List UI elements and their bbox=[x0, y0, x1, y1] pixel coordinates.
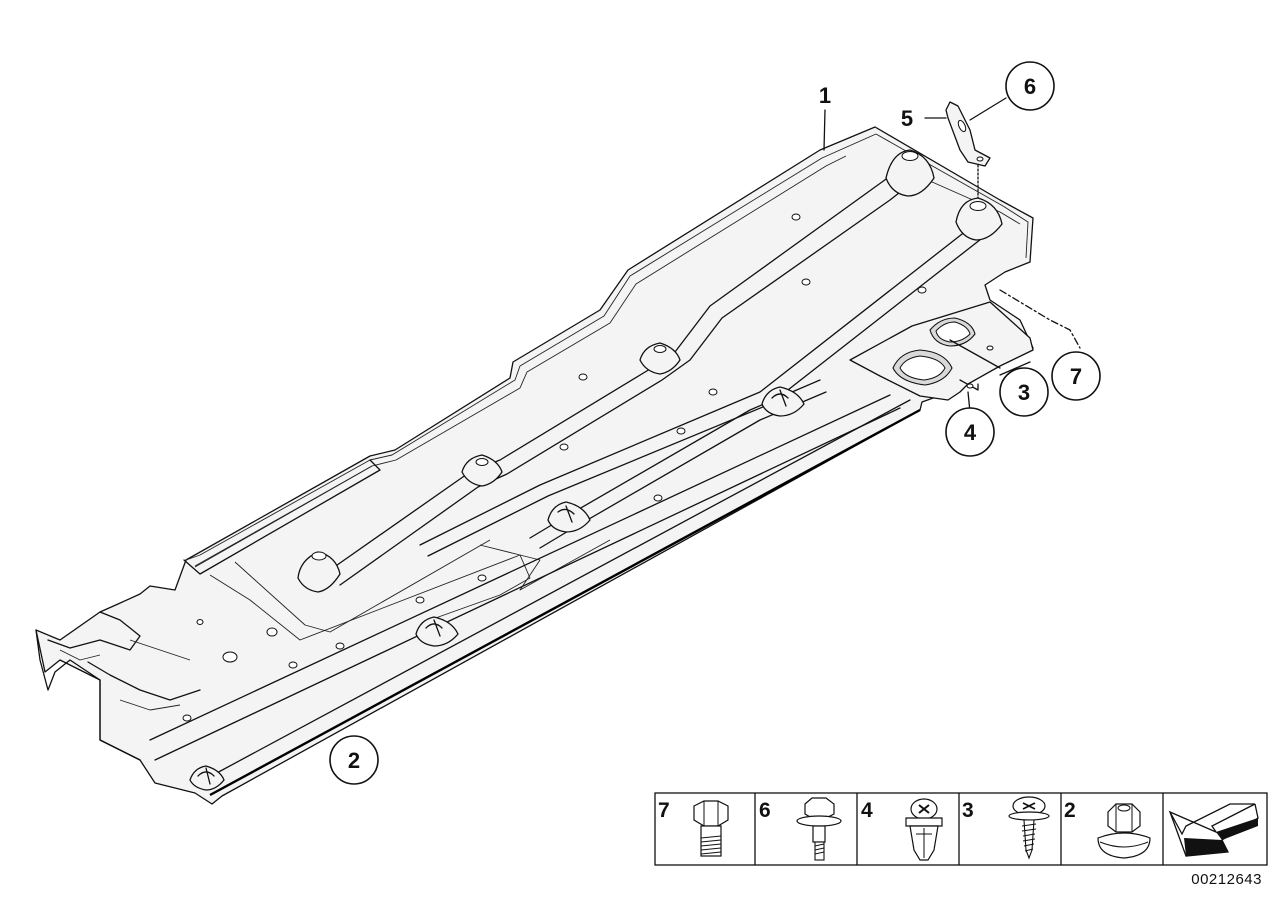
direction-arrow-icon bbox=[1168, 803, 1259, 857]
hex-nut-icon bbox=[1097, 803, 1151, 859]
mounting-bracket bbox=[849, 301, 1034, 401]
legend-label: 2 bbox=[1064, 799, 1076, 822]
legend-item-7: 7 bbox=[658, 799, 729, 857]
legend-label: 6 bbox=[759, 799, 771, 822]
hex-bolt-icon bbox=[693, 800, 729, 857]
panel-holes bbox=[182, 213, 927, 722]
grommet-boss bbox=[461, 454, 503, 487]
grommet-boss bbox=[885, 149, 935, 197]
callout-label: 2 bbox=[348, 748, 360, 773]
grommet-boss bbox=[297, 551, 341, 593]
legend-item-2: 2 bbox=[1064, 799, 1151, 859]
callout-label: 1 bbox=[819, 83, 831, 108]
underbody-panel bbox=[35, 126, 1034, 805]
grommet-boss bbox=[955, 197, 1003, 241]
clip-fastener bbox=[547, 501, 591, 533]
callout-6: 6 bbox=[1005, 61, 1055, 111]
small-bracket bbox=[945, 101, 991, 167]
phillips-screw-icon bbox=[1008, 796, 1050, 860]
legend-label: 7 bbox=[658, 799, 670, 822]
callout-label: 7 bbox=[1070, 364, 1082, 389]
callout-2: 2 bbox=[329, 735, 379, 785]
fastener-legend: 7 6 4 bbox=[654, 792, 1268, 866]
clip-fastener bbox=[761, 386, 805, 417]
diagram-id: 00212643 bbox=[1191, 871, 1262, 888]
legend-item-3: 3 bbox=[962, 796, 1050, 860]
legend-label: 4 bbox=[861, 799, 873, 822]
callout-label: 4 bbox=[964, 420, 977, 445]
callout-7: 7 bbox=[1051, 351, 1101, 401]
callout-4: 4 bbox=[945, 407, 995, 457]
callout-5: 5 bbox=[901, 106, 913, 131]
collar-bolt-icon bbox=[796, 797, 842, 861]
leader-lines bbox=[823, 97, 1081, 413]
legend-item-4: 4 bbox=[861, 798, 943, 861]
callout-3: 3 bbox=[999, 367, 1049, 417]
legend-item-6: 6 bbox=[759, 797, 842, 861]
callout-label: 6 bbox=[1024, 74, 1036, 99]
callout-1: 1 bbox=[819, 83, 831, 108]
legend-label: 3 bbox=[962, 799, 974, 822]
callout-label: 3 bbox=[1018, 380, 1030, 405]
grommet-boss bbox=[639, 342, 681, 375]
clip-fastener bbox=[415, 616, 459, 647]
expanding-rivet-icon bbox=[905, 798, 943, 861]
clip-fastener bbox=[189, 765, 225, 791]
callout-label: 5 bbox=[901, 106, 913, 131]
